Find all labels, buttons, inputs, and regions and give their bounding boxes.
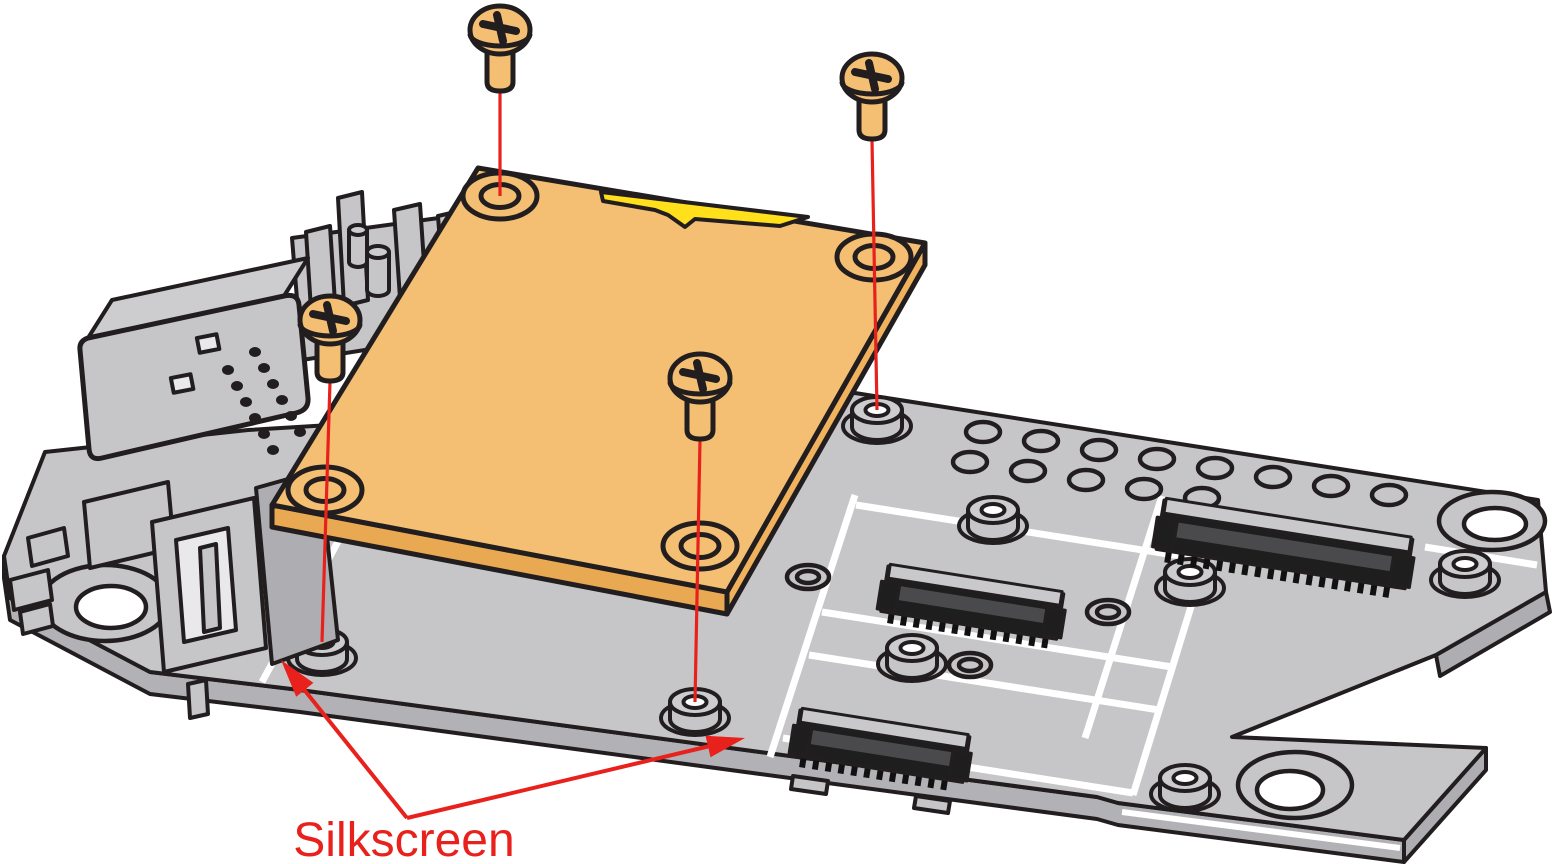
guide-pin <box>347 223 369 269</box>
connector-lid <box>886 562 1064 607</box>
connector-lid <box>1162 496 1413 554</box>
standoff-7 <box>1429 549 1501 599</box>
screw-2 <box>842 54 902 139</box>
small-hole <box>1372 485 1406 505</box>
silkscreen-arrowhead-1 <box>281 660 314 697</box>
standoff-8 <box>1149 763 1221 813</box>
small-hole <box>1082 440 1116 460</box>
screw-1 <box>470 6 530 91</box>
silkscreen-arrow-2 <box>406 744 711 820</box>
usb-vent-slot <box>194 332 222 355</box>
connector-slot <box>1176 522 1392 572</box>
module-pcb <box>269 165 928 617</box>
silkscreen-label: Silkscreen <box>293 814 514 864</box>
alignment-line-3 <box>320 381 332 643</box>
mounting-hole-lower-right <box>1235 749 1355 821</box>
mounting-hole-upper-right <box>1436 489 1548 553</box>
guide-pin <box>365 244 391 298</box>
edge-pin <box>18 602 55 636</box>
connector-end <box>1041 605 1067 640</box>
connector-end <box>947 749 973 783</box>
alignment-line-4 <box>693 439 702 703</box>
usb-vent-slot <box>168 372 196 395</box>
small-hole <box>1069 470 1103 490</box>
polarity-mark <box>599 190 810 229</box>
standoff-6 <box>1154 557 1226 607</box>
small-hole <box>1011 461 1045 481</box>
silkscreen-line-center-div2 <box>808 651 1160 714</box>
connector-slot <box>810 730 952 767</box>
silkscreen-annotation: Silkscreen <box>281 660 745 864</box>
silkscreen-line-center-left <box>766 493 859 759</box>
fpc-connector-3 <box>1151 496 1416 599</box>
small-hole <box>1314 476 1348 496</box>
connector-pins <box>887 612 1049 649</box>
ring-pad <box>949 653 991 677</box>
board-edge-tab <box>789 774 830 796</box>
connector-lid <box>798 706 970 750</box>
edge-pin <box>8 568 54 612</box>
standoff-5 <box>876 633 948 683</box>
connector-end <box>1151 515 1179 552</box>
small-hole <box>966 422 1000 442</box>
connector-end <box>787 723 813 758</box>
fpc-connector-2 <box>787 706 973 792</box>
standoff-4 <box>957 495 1029 545</box>
fpc-connector-1 <box>875 562 1067 649</box>
silkscreen-arrow-1 <box>300 685 409 820</box>
usb-c-connector <box>77 256 311 462</box>
small-hole <box>1127 479 1161 499</box>
mounting-hole-left <box>38 562 172 644</box>
bracket-slot-piece <box>150 496 268 674</box>
alignment-lines <box>320 90 879 703</box>
edge-highlight-line <box>1121 809 1401 851</box>
ring-pad <box>1087 600 1129 624</box>
connector-end <box>875 579 901 614</box>
connector-end <box>1388 553 1416 589</box>
usb-solder-pins <box>222 347 306 455</box>
small-hole <box>953 452 987 472</box>
module-hole-4 <box>663 523 737 569</box>
small-hole <box>1024 431 1058 451</box>
small-hole <box>1256 467 1290 487</box>
board-edge-tab <box>912 794 952 815</box>
bottom-peg <box>186 678 210 720</box>
small-hole <box>1198 458 1232 478</box>
connector-slot <box>898 586 1046 623</box>
small-hole <box>1140 449 1174 469</box>
edge-pin <box>26 526 70 568</box>
alignment-line-2 <box>870 139 879 411</box>
silkscreen-arrowhead-2 <box>705 735 745 758</box>
screw-3 <box>300 296 360 381</box>
ring-pad <box>787 565 829 589</box>
